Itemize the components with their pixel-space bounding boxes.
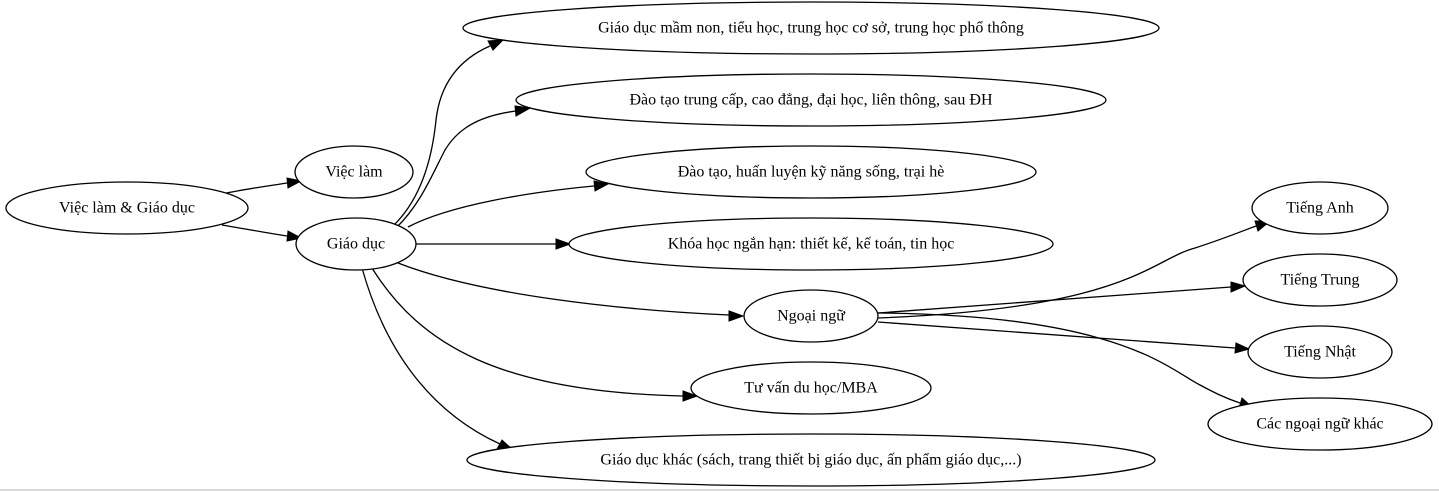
node-viec-lam[interactable]: Việc làm [294, 145, 414, 199]
edge-root-viec-lam [221, 177, 303, 195]
edge-giao-duc-tu-van [371, 267, 699, 402]
node-tu-van[interactable]: Tư vấn du học/MBA [690, 361, 932, 415]
node-ngoai-ngu-label: Ngoại ngữ [777, 308, 846, 325]
edge-giao-duc-giao-duc-khac [361, 267, 515, 451]
node-dao-tao-label: Đào tạo trung cấp, cao đẳng, đại học, li… [629, 92, 992, 109]
node-giao-duc-khac-label: Giáo dục khác (sách, trang thiết bị giáo… [600, 452, 1021, 469]
node-dao-tao[interactable]: Đào tạo trung cấp, cao đẳng, đại học, li… [515, 73, 1107, 127]
edge-ngoai-ngu-tieng-trung [877, 281, 1247, 314]
node-ky-nang[interactable]: Đào tạo, huấn luyện kỹ năng sống, trại h… [585, 145, 1037, 199]
edge-giao-duc-ngoai-ngu [397, 262, 745, 322]
node-giao-duc-label: Giáo dục [327, 236, 385, 253]
node-mam-non[interactable]: Giáo dục mầm non, tiểu học, trung học cơ… [462, 1, 1160, 55]
node-ky-nang-label: Đào tạo, huấn luyện kỹ năng sống, trại h… [678, 164, 945, 181]
node-tu-van-label: Tư vấn du học/MBA [744, 380, 878, 397]
node-khoa-hoc[interactable]: Khóa học ngắn hạn: thiết kế, kế toán, ti… [568, 217, 1054, 271]
node-root[interactable]: Việc làm & Giáo dục [5, 181, 249, 235]
node-ngoai-ngu-khac[interactable]: Các ngoại ngữ khác [1207, 397, 1433, 451]
node-ngoai-ngu-khac-label: Các ngoại ngữ khác [1256, 416, 1383, 433]
node-giao-duc[interactable]: Giáo dục [295, 217, 417, 271]
node-tieng-nhat[interactable]: Tiếng Nhật [1247, 325, 1393, 379]
node-giao-duc-khac[interactable]: Giáo dục khác (sách, trang thiết bị giáo… [466, 433, 1156, 487]
nodes: Việc làm & Giáo dục Việc làm Giáo dục Gi… [5, 1, 1433, 487]
node-tieng-anh-label: Tiếng Anh [1286, 200, 1353, 217]
node-root-label: Việc làm & Giáo dục [59, 200, 195, 217]
node-mam-non-label: Giáo dục mầm non, tiểu học, trung học cơ… [598, 20, 1024, 37]
node-tieng-nhat-label: Tiếng Nhật [1284, 344, 1356, 361]
edge-root-giao-duc [221, 224, 303, 242]
node-khoa-hoc-label: Khóa học ngắn hạn: thiết kế, kế toán, ti… [668, 236, 955, 253]
edge-giao-duc-ky-nang [407, 180, 610, 228]
node-ngoai-ngu[interactable]: Ngoại ngữ [743, 289, 879, 343]
edge-giao-duc-mam-non [392, 39, 505, 227]
edge-ngoai-ngu-ngoai-ngu-khac [877, 312, 1255, 409]
node-tieng-trung[interactable]: Tiếng Trung [1242, 253, 1398, 307]
edge-giao-duc-khoa-hoc [416, 238, 572, 250]
bottom-divider [0, 489, 1439, 491]
edges [221, 39, 1272, 451]
edge-giao-duc-dao-tao [395, 105, 532, 229]
node-tieng-trung-label: Tiếng Trung [1280, 272, 1359, 289]
edge-ngoai-ngu-tieng-nhat [877, 321, 1251, 354]
node-viec-lam-label: Việc làm [325, 164, 383, 181]
node-tieng-anh[interactable]: Tiếng Anh [1251, 181, 1389, 235]
